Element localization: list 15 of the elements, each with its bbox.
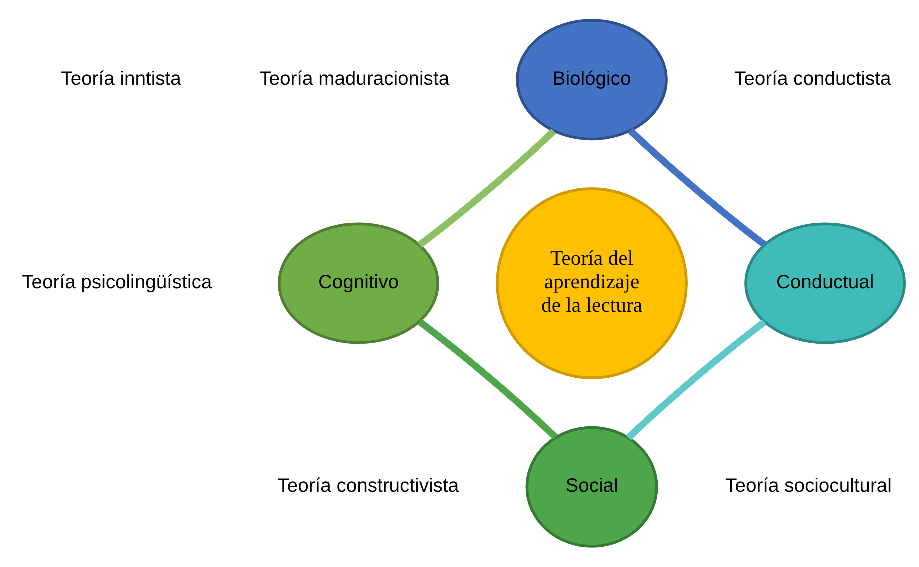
connector: [626, 319, 767, 440]
label: Teoría constructivista: [278, 476, 460, 498]
node-ellipse: Conductual: [744, 222, 906, 344]
label: Teoría conductista: [734, 68, 892, 90]
label: Teoría inntista: [61, 68, 182, 90]
label: Teoría sociocultural: [726, 476, 892, 498]
node-circle: Social: [526, 426, 658, 548]
node-circle: Teoría del aprendizaje de la lectura: [496, 188, 688, 380]
connector: [628, 128, 767, 248]
node-ellipse: Cognitivo: [278, 222, 440, 344]
connector: [418, 128, 556, 248]
node-ellipse: Biológico: [516, 19, 668, 141]
label: Teoría maduracionista: [260, 68, 450, 90]
connector: [418, 318, 558, 440]
label: Teoría psicolingüística: [22, 272, 212, 294]
